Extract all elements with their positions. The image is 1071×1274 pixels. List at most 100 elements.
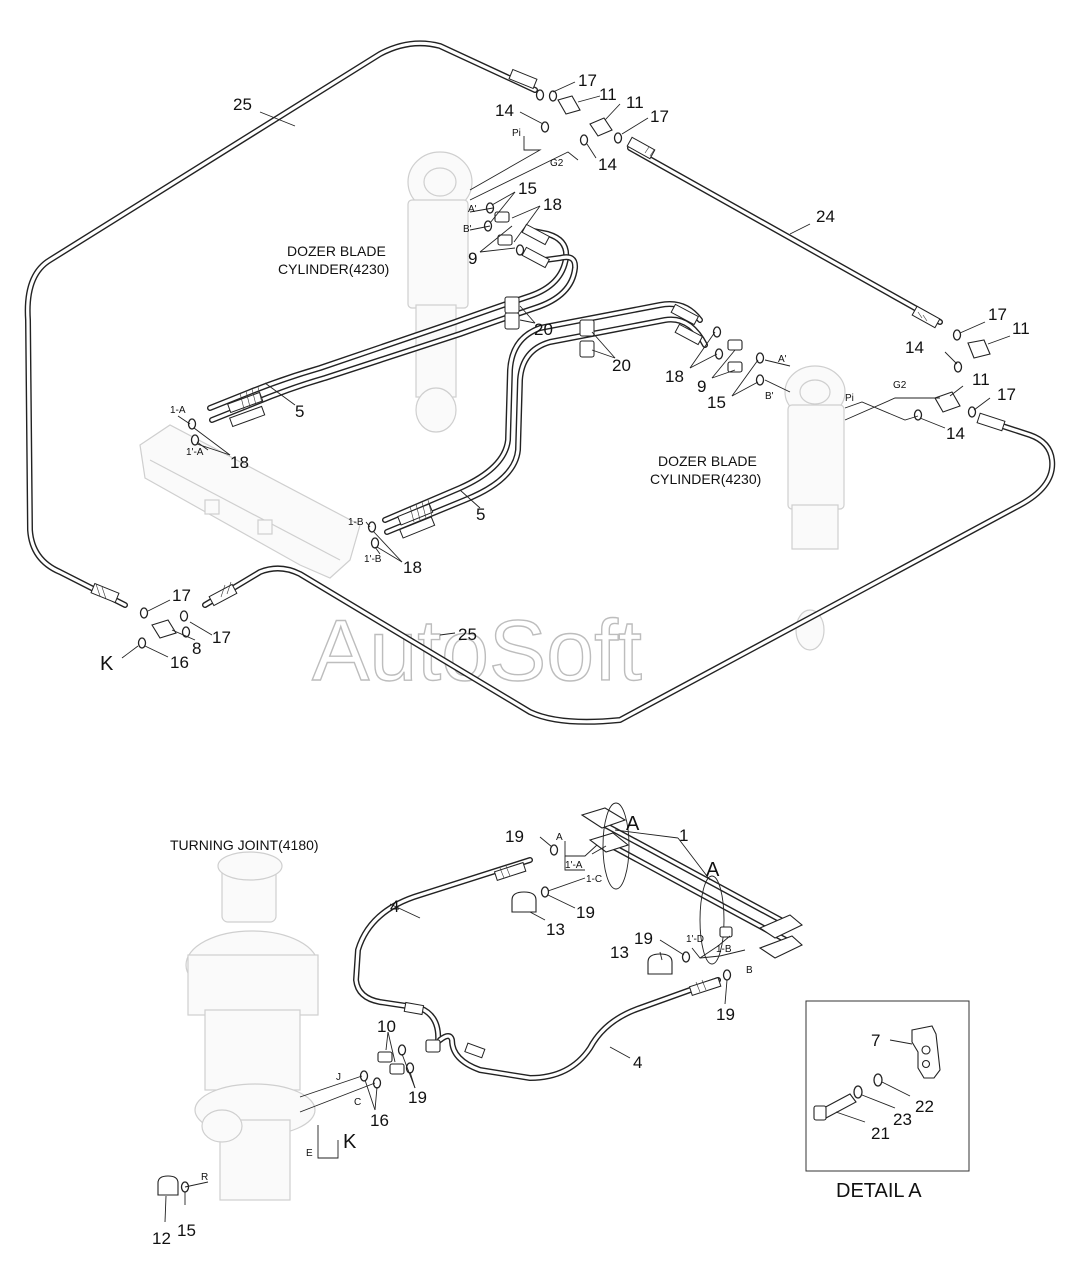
part-11-b: 11 [626, 93, 644, 112]
part-11-c: 11 [1012, 319, 1030, 338]
part-18-d: 18 [403, 558, 422, 577]
part-17-b: 17 [650, 107, 669, 126]
part-17-f: 17 [212, 628, 231, 647]
part-5-b: 5 [476, 505, 485, 524]
port-label-g2-left: G2 [550, 158, 564, 169]
port-label-a-prime-left: A' [468, 204, 477, 215]
hose-5-upper [207, 227, 579, 423]
dozer-cylinder-right-label-2: CYLINDER(4230) [650, 471, 761, 487]
part-13-b: 13 [610, 943, 629, 962]
part-9-b: 9 [697, 377, 706, 396]
part-19-e: 19 [408, 1088, 427, 1107]
port-label-1prime-a: 1'-A [186, 447, 204, 458]
port-label-1c: 1-C [586, 874, 602, 885]
leader-lines [121, 81, 1011, 1223]
port-label-r: R [201, 1172, 208, 1183]
port-label-1prime-d: 1'-D [686, 934, 704, 945]
dozer-cylinder-left-label-1: DOZER BLADE [287, 243, 386, 259]
part-19-c: 19 [634, 929, 653, 948]
hose-end-crimps [90, 68, 1006, 1059]
part-1: 1 [679, 826, 688, 845]
part-15-b: 15 [707, 393, 726, 412]
port-label-j: J [336, 1072, 341, 1083]
part-15-c: 15 [177, 1221, 196, 1240]
part-16-a: 16 [170, 653, 189, 672]
port-label-a-prime-right: A' [778, 354, 787, 365]
dozer-cylinder-right-label-1: DOZER BLADE [658, 453, 757, 469]
part-11-d: 11 [972, 370, 990, 389]
part-20-a: 20 [534, 320, 553, 339]
port-label-e: E [306, 1148, 313, 1159]
port-labels: Pi G2 A' B' A' B' Pi G2 1-A 1'-A 1-B 1'-… [100, 128, 907, 1183]
part-20-b: 20 [612, 356, 631, 375]
port-label-1prime-b: 1'-B [364, 554, 382, 565]
part-14-a: 14 [495, 101, 514, 120]
hose-4-left [353, 857, 533, 1045]
hose-25-bottom [202, 419, 1056, 725]
port-label-pi-right: Pi [845, 393, 854, 404]
detail-a-caption: DETAIL A [836, 1180, 922, 1202]
part-14-d: 14 [946, 424, 965, 443]
part-21: 21 [871, 1124, 890, 1143]
pipe-assembly-1 [580, 802, 804, 965]
part-19-b: 19 [576, 903, 595, 922]
part-4-a: 4 [390, 897, 399, 916]
part-7: 7 [871, 1031, 880, 1050]
port-label-g2-right: G2 [893, 380, 907, 391]
part-17-d: 17 [997, 385, 1016, 404]
port-label-1b: 1-B [348, 517, 364, 528]
dozer-cylinder-left-label-2: CYLINDER(4230) [278, 261, 389, 277]
port-label-b-prime-right: B' [765, 391, 774, 402]
dozer-blade-cylinder-right-ghost [784, 365, 846, 651]
hose-24 [627, 145, 943, 325]
part-14-b: 14 [598, 155, 617, 174]
detail-a-box [805, 1000, 970, 1172]
part-17-e: 17 [172, 586, 191, 605]
component-labels: DOZER BLADE CYLINDER(4230) DOZER BLADE C… [170, 243, 922, 1202]
port-label-1prime-a-bottom: 1'-A [565, 860, 583, 871]
port-label-1a: 1-A [170, 405, 186, 416]
part-14-c: 14 [905, 338, 924, 357]
port-label-c: C [354, 1097, 361, 1108]
part-23: 23 [893, 1110, 912, 1129]
part-4-b: 4 [633, 1053, 642, 1072]
part-16-b: 16 [370, 1111, 389, 1130]
dozer-blade-cylinder-left-ghost [407, 151, 473, 433]
part-15-a: 15 [518, 179, 537, 198]
part-18-b: 18 [230, 453, 249, 472]
hose-4-right [437, 977, 721, 1081]
dozer-blade-frame-ghost [139, 424, 361, 579]
hose-25-top [24, 40, 538, 608]
part-8: 8 [192, 639, 201, 658]
port-label-k-bottom: K [343, 1131, 357, 1153]
part-9-a: 9 [468, 249, 477, 268]
part-18-a: 18 [543, 195, 562, 214]
part-13-a: 13 [546, 920, 565, 939]
part-10: 10 [377, 1017, 396, 1036]
part-25-top: 25 [233, 95, 252, 114]
port-label-a-bottom: A [556, 832, 563, 843]
callout-a-2: A [706, 859, 720, 881]
hose-sleeve-hatching [95, 146, 928, 993]
part-19-a: 19 [505, 827, 524, 846]
part-22: 22 [915, 1097, 934, 1116]
part-19-d: 19 [716, 1005, 735, 1024]
port-label-b-prime-left: B' [463, 224, 472, 235]
watermark-text: AutoSoft [312, 603, 642, 699]
port-label-1b-bottom: 1-B [716, 944, 732, 955]
turning-joint-ghost [185, 851, 319, 1201]
part-25-bottom: 25 [458, 625, 477, 644]
turning-joint-label: TURNING JOINT(4180) [170, 837, 319, 853]
part-12: 12 [152, 1229, 171, 1248]
hose-5-lower [382, 301, 708, 535]
port-label-k-top: K [100, 653, 114, 675]
part-24: 24 [816, 207, 835, 226]
callout-a-1: A [626, 813, 640, 835]
part-17-c: 17 [988, 305, 1007, 324]
part-number-labels: 25 17 11 14 11 17 14 15 18 9 24 20 5 18 … [152, 71, 1030, 1248]
part-11-a: 11 [599, 85, 617, 104]
part-17-a: 17 [578, 71, 597, 90]
port-label-b-bottom: B [746, 965, 753, 976]
part-5-a: 5 [295, 402, 304, 421]
